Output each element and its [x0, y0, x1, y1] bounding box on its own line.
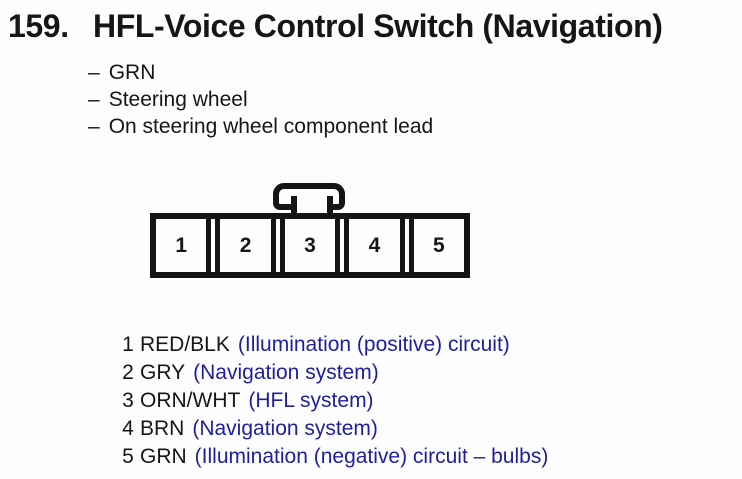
connector-pin-1: 1 — [156, 219, 212, 272]
connector-pin-5: 5 — [408, 219, 464, 272]
pinout-wire-color: GRY — [140, 361, 186, 384]
note-item: –Steering wheel — [88, 86, 433, 113]
connector-pin-2: 2 — [215, 219, 276, 272]
note-text: Steering wheel — [108, 88, 248, 111]
pinout-pin-number: 4 — [122, 417, 134, 440]
connector-pin-3: 3 — [279, 219, 341, 272]
pinout-row: 1 RED/BLK (Illumination (positive) circuit… — [120, 331, 548, 359]
pinout-list: 1 RED/BLK (Illumination (positive) circuit… — [120, 331, 548, 471]
page-title: 159. HFL-Voice Control Switch (Navigatio… — [8, 8, 663, 45]
pinout-circuit: (HFL system) — [248, 389, 374, 412]
connector-diagram: 1 2 3 4 5 — [150, 213, 470, 278]
connector-pin-4: 4 — [344, 219, 405, 272]
pinout-circuit: (Illumination (negative) circuit – bulbs… — [194, 445, 549, 468]
pinout-circuit: (Illumination (positive) circuit) — [237, 333, 510, 356]
pinout-circuit: (Navigation system) — [193, 361, 379, 384]
pinout-row: 5 GRN (Illumination (negative) circuit – b… — [120, 443, 548, 471]
dash-bullet: – — [88, 61, 100, 84]
pinout-wire-color: RED/BLK — [140, 333, 230, 356]
pinout-pin-number: 3 — [122, 389, 134, 412]
dash-bullet: – — [88, 115, 100, 138]
note-item: –On steering wheel component lead — [88, 113, 433, 140]
note-text: On steering wheel component lead — [108, 115, 434, 138]
item-number: 159. — [8, 8, 69, 44]
dash-bullet: – — [88, 88, 100, 111]
connector-latch-stem — [291, 196, 333, 214]
pinout-pin-number: 1 — [122, 333, 134, 356]
pinout-wire-color: GRN — [140, 445, 187, 468]
pinout-pin-number: 2 — [122, 361, 134, 384]
pinout-row: 4 BRN (Navigation system) — [120, 415, 548, 443]
pinout-row: 2 GRY (Navigation system) — [120, 359, 548, 387]
pinout-pin-number: 5 — [122, 445, 134, 468]
pinout-circuit: (Navigation system) — [192, 417, 378, 440]
title-text: HFL-Voice Control Switch (Navigation) — [93, 8, 663, 44]
note-text: GRN — [108, 61, 156, 84]
pinout-row: 3 ORN/WHT (HFL system) — [120, 387, 548, 415]
notes-list: –GRN –Steering wheel –On steering wheel … — [88, 59, 433, 140]
pinout-wire-color: ORN/WHT — [140, 389, 241, 412]
pinout-wire-color: BRN — [140, 417, 185, 440]
note-item: –GRN — [88, 59, 433, 86]
